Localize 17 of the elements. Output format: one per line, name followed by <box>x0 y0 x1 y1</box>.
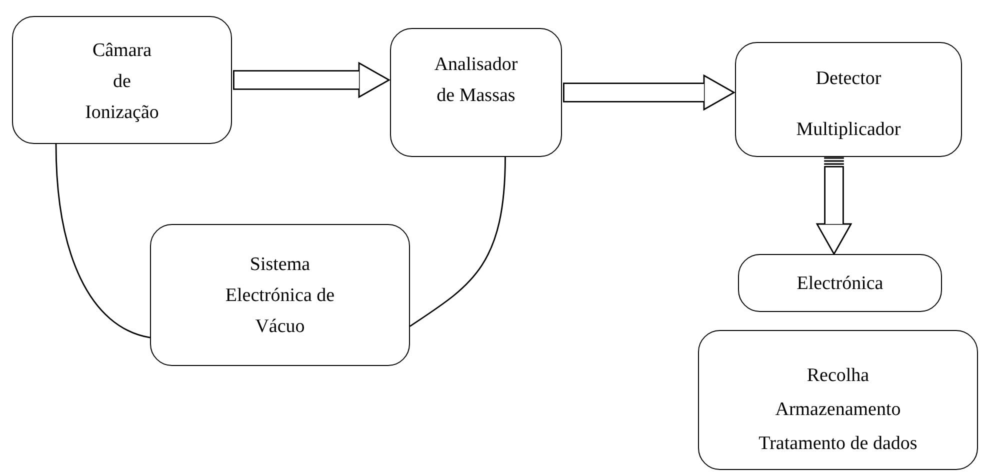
box-label: Tratamento de dados <box>758 433 918 455</box>
process-box <box>738 254 942 312</box>
process-box <box>12 16 232 144</box>
box-label: Electrónica <box>796 272 884 296</box>
box-label: Câmara de Ionização <box>85 39 159 125</box>
box-label: Analisador de Massas <box>434 53 518 108</box>
curved-connector <box>410 156 506 327</box>
process-box <box>735 42 962 157</box>
box-label: Multiplicador <box>796 118 901 142</box>
process-box <box>698 330 978 470</box>
box-label: Sistema Electrónica de Vácuo <box>224 253 336 339</box>
box-label: Detector <box>816 67 882 91</box>
box-label: Armazenamento <box>775 399 901 421</box>
box-label: Recolha <box>806 365 870 387</box>
process-box <box>150 224 410 366</box>
curved-connector <box>55 144 150 338</box>
process-box <box>390 28 562 157</box>
